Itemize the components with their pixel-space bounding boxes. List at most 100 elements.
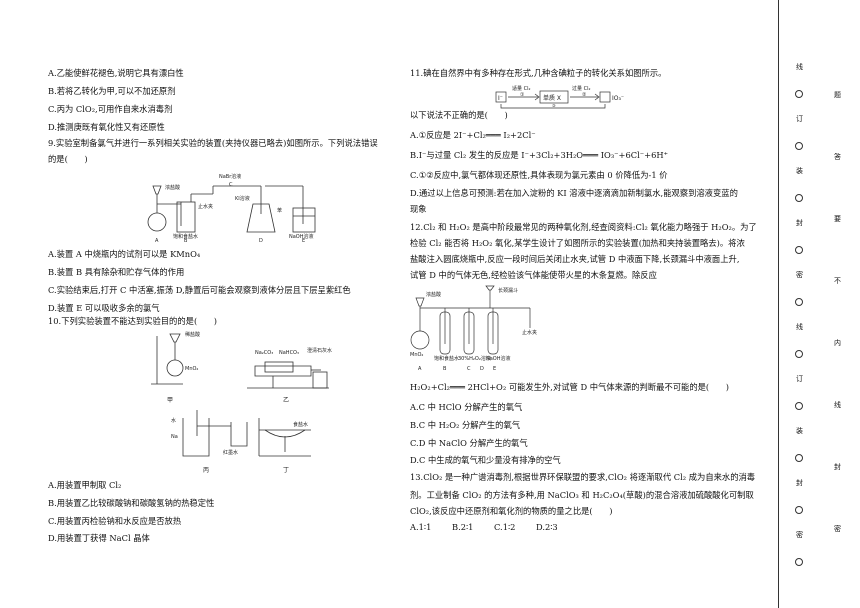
binding-warning-char: 不 xyxy=(834,277,841,285)
q11-conversion-figure: 适量 Cl₂ ① 过量 Cl₂ ② I⁻ 单质 X IO₃⁻ ③ xyxy=(492,78,642,110)
q9-option-b: B.装置 B 具有除杂和贮存气体的作用 xyxy=(48,267,185,277)
q9-label-d: D xyxy=(259,238,263,242)
binding-char: 线 xyxy=(796,63,803,71)
q12-option-d: D.C 中生成的氧气和少量没有排净的空气 xyxy=(410,455,561,465)
binding-char: 密 xyxy=(796,271,803,279)
q9-label-c: C xyxy=(229,182,233,188)
q12-reaction-question: H₂O₂+Cl₂═══ 2HCl+O₂ 可能发生外,对试管 D 中气体来源的判断… xyxy=(410,382,729,392)
q10-stem: 10.下列实验装置不能达到实验目的的是( ) xyxy=(48,316,218,326)
q12-line-1: 12.Cl₂ 和 H₂O₂ 是高中阶段最常见的两种氧化剂,经查阅资料:Cl₂ 氧… xyxy=(410,222,757,232)
binding-char: 密 xyxy=(796,531,803,539)
q12-line-2: 检验 Cl₂ 能否将 H₂O₂ 氧化,某学生设计了如图所示的实验装置(加热和夹持… xyxy=(410,238,745,248)
q12-line-4: 试管 D 中的气体无色,经检验该气体能使带火星的木条复燃。除反应 xyxy=(410,270,657,280)
q12-label-naoh: NaOH溶液 xyxy=(486,355,511,362)
q11-option-a: A.①反应是 2I⁻+Cl₂═══ I₂+2Cl⁻ xyxy=(410,130,536,140)
q11-option-d-cont: 现象 xyxy=(410,204,427,214)
q9-option-c: C.实验结束后,打开 C 中活塞,振荡 D,静置后可能会观察到液体分层且下层呈紫… xyxy=(48,285,351,295)
binding-warning-char: 题 xyxy=(834,91,841,99)
binding-char: 装 xyxy=(796,167,803,175)
q11-option-b: B.I⁻与过量 Cl₂ 发生的反应是 I⁻+3Cl₂+3H₂O═══ IO₃⁻+… xyxy=(410,150,668,160)
q13-option-b: B.2∶1 xyxy=(452,522,474,532)
q9-label-e: E xyxy=(302,238,305,242)
q11-label-cl2-excess: 过量 Cl₂ xyxy=(572,85,590,92)
q11-label-step3: ③ xyxy=(552,103,556,108)
binding-char: 封 xyxy=(796,479,803,487)
q11-option-c: C.①②反应中,氯气都体现还原性,具体表现为氯元素由 0 价降低为-1 价 xyxy=(410,170,668,180)
q10-apparatus-figure: 稀盐酸 MnO₂ Na₂CO₃ NaHCO₃ 澄清石灰水 甲 乙 水 Na 红墨… xyxy=(143,326,333,476)
binding-warning-char: 要 xyxy=(834,215,841,223)
binding-char: 订 xyxy=(796,375,803,383)
q10-label-red-ink: 红墨水 xyxy=(223,449,238,456)
q12-label-e: E xyxy=(493,366,496,372)
q13-line-3: ClO₂,该反应中还原剂和氧化剂的物质的量之比是( ) xyxy=(410,506,613,516)
binding-hole-icon xyxy=(795,90,803,98)
binding-hole-icon xyxy=(795,194,803,202)
q9-label-naoh: NaOH溶液 xyxy=(289,233,314,240)
q10-label-ding: 丁 xyxy=(283,467,289,474)
q10-option-d: D.用装置丁获得 NaCl 晶体 xyxy=(48,533,150,543)
binding-hole-icon xyxy=(795,506,803,514)
q11-label-cl2-appropriate: 适量 Cl₂ xyxy=(512,85,530,92)
q9-stem-end: 的是( ) xyxy=(48,154,88,164)
binding-hole-icon xyxy=(795,558,803,566)
q10-label-yi: 乙 xyxy=(283,397,289,404)
q10-label-limewater: 澄清石灰水 xyxy=(307,347,332,354)
q10-option-b: B.用装置乙比较碳酸钠和碳酸氢钠的热稳定性 xyxy=(48,498,215,508)
q10-label-bing: 丙 xyxy=(203,467,209,474)
q9-label-benzene: 苯 xyxy=(277,207,282,214)
binding-char: 订 xyxy=(796,115,803,123)
q11-label-iodide: I⁻ xyxy=(498,95,503,102)
binding-char: 封 xyxy=(796,219,803,227)
q10-label-nahco3: NaHCO₃ xyxy=(279,350,299,356)
q9-label-stopcock: 止水夹 xyxy=(198,203,213,210)
q9-stem: 9.实验室制备氯气并进行一系列相关实验的装置(夹持仪器已略去)如图所示。下列说法… xyxy=(48,138,378,148)
binding-char: 线 xyxy=(796,323,803,331)
q10-option-c: C.用装置丙检验钠和水反应是否放热 xyxy=(48,516,182,526)
q9-label-b: B xyxy=(184,238,188,242)
q12-option-b: B.C 中 H₂O₂ 分解产生的氧气 xyxy=(410,420,521,430)
q10-label-na: Na xyxy=(171,434,178,440)
q13-line-1: 13.ClO₂ 是一种广谱消毒剂,根据世界环保联盟的要求,ClO₂ 将逐渐取代 … xyxy=(410,472,756,482)
q8-option-c: C.丙为 ClO₂,可用作自来水消毒剂 xyxy=(48,104,173,114)
q13-option-a: A.1∶1 xyxy=(410,522,432,532)
q12-label-b: B xyxy=(443,366,447,372)
binding-margin: 线订装封密线订装封密 题答要不内线封密 xyxy=(778,0,860,608)
binding-hole-icon xyxy=(795,402,803,410)
q12-option-a: A.C 中 HClO 分解产生的氧气 xyxy=(410,402,523,412)
q12-label-long-funnel: 长颈漏斗 xyxy=(498,287,518,294)
q8-option-a: A.乙能使鲜花褪色,说明它具有漂白性 xyxy=(48,68,184,78)
q10-label-water: 水 xyxy=(171,417,176,424)
q12-label-stopcock: 止水夹 xyxy=(522,329,537,336)
q10-label-na2co3: Na₂CO₃ xyxy=(255,350,273,356)
q9-option-d: D.装置 E 可以吸收多余的氯气 xyxy=(48,303,160,313)
q9-label-conc-hcl: 浓盐酸 xyxy=(165,184,180,191)
binding-hole-icon xyxy=(795,298,803,306)
q10-label-salt-water: 食盐水 xyxy=(293,421,308,428)
binding-line xyxy=(778,0,779,608)
q12-label-brine: 饱和食盐水 xyxy=(434,355,459,362)
binding-hole-icon xyxy=(795,142,803,150)
q10-label-dilute-hcl: 稀盐酸 xyxy=(185,331,200,338)
binding-warning-char: 答 xyxy=(834,153,841,161)
q12-line-3: 盐酸注入圆底烧瓶中,反应一段时间后关闭止水夹,试管 D 中液面下降,长颈漏斗中液… xyxy=(410,254,740,264)
q11-option-d: D.通过以上信息可预测:若在加入淀粉的 KI 溶液中逐滴滴加新制氯水,能观察到溶… xyxy=(410,188,738,198)
binding-warning-char: 线 xyxy=(834,401,841,409)
q9-apparatus-figure: 浓盐酸 饱和食盐水 止水夹 NaBr溶液 KI溶液 苯 NaOH溶液 A B C… xyxy=(143,164,328,242)
q11-label-step1: ① xyxy=(520,92,525,98)
q9-label-saturated-brine: 饱和食盐水 xyxy=(173,233,198,240)
q11-question: 以下说法不正确的是( ) xyxy=(410,110,508,120)
q9-label-a: A xyxy=(155,238,159,242)
q12-label-d: D xyxy=(480,366,484,372)
q8-option-b: B.若将乙转化为甲,可以不加还原剂 xyxy=(48,86,176,96)
q13-option-d: D.2∶3 xyxy=(536,522,558,532)
binding-hole-icon xyxy=(795,246,803,254)
q9-option-a: A.装置 A 中烧瓶内的试剂可以是 KMnO₄ xyxy=(48,249,201,259)
binding-warning-char: 封 xyxy=(834,463,841,471)
q8-option-d: D.推测庚既有氧化性又有还原性 xyxy=(48,122,165,132)
q13-line-2: 剂。工业制备 ClO₂ 的方法有多种,用 NaClO₃ 和 H₂C₂O₄(草酸)… xyxy=(410,490,754,500)
q12-apparatus-figure: 浓盐酸 长颈漏斗 止水夹 MnO₂ 饱和食盐水 30%H₂O₂溶液 NaOH溶液… xyxy=(410,284,550,372)
q13-option-c: C.1∶2 xyxy=(494,522,516,532)
q12-option-c: C.D 中 NaClO 分解产生的氧气 xyxy=(410,438,528,448)
q12-label-h2o2: 30%H₂O₂溶液 xyxy=(458,355,491,362)
